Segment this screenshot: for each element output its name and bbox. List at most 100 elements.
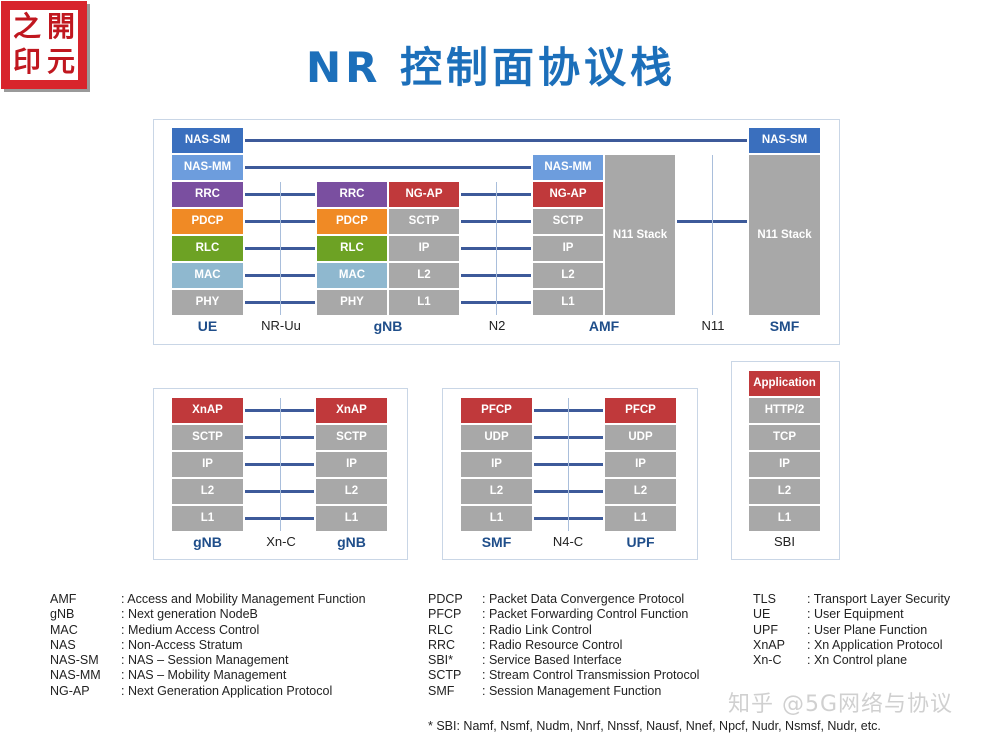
legend-item: UPF: User Plane Function — [753, 623, 950, 638]
sbi-label: SBI — [774, 534, 795, 549]
legend-desc: : Medium Access Control — [121, 622, 260, 637]
link-xn — [245, 409, 314, 412]
n4-right-l1: L1 — [605, 506, 676, 531]
sbi-footnote: * SBI: Namf, Nsmf, Nudm, Nnrf, Nnssf, Na… — [428, 719, 881, 733]
xn-right-ip: IP — [316, 452, 387, 477]
amf-layer-l2: L2 — [533, 263, 603, 288]
n4-left-l1: L1 — [461, 506, 532, 531]
n4-right-l2: L2 — [605, 479, 676, 504]
ue-layer-pdcp: PDCP — [172, 209, 243, 234]
legend-desc: : Session Management Function — [482, 683, 662, 698]
page-title: NR 控制面协议栈 — [305, 43, 677, 92]
legend-abbr: NG-AP — [50, 683, 90, 698]
sbi-tcp: TCP — [749, 425, 820, 450]
smf-label: SMF — [769, 318, 800, 334]
legend-desc: : Non-Access Stratum — [121, 637, 243, 652]
legend-item: SCTP : Stream Control Transmission Protoc… — [428, 668, 699, 683]
legend-item: NAS-SM: NAS – Session Management — [50, 653, 366, 668]
sbi-application: Application — [749, 371, 820, 396]
legend-desc: : Next generation NodeB — [121, 607, 258, 622]
legend-abbr: TLS — [753, 592, 776, 606]
gnb-layer-phy: PHY — [317, 290, 387, 315]
legend-abbr: RRC — [428, 637, 456, 652]
smf-layer-nas-sm: NAS-SM — [749, 128, 820, 153]
xn-left-l2: L2 — [172, 479, 243, 504]
xn-left-l1: L1 — [172, 506, 243, 531]
divider-xn-c — [280, 398, 281, 531]
legend-desc: : Access and Mobility Management Functio… — [121, 592, 366, 606]
legend-item: AMF : Access and Mobility Management Func… — [50, 592, 366, 607]
logo-char: 之 — [12, 10, 41, 43]
n4-left-ip: IP — [461, 452, 532, 477]
n4-right-udp: UDP — [605, 425, 676, 450]
amf-layer-l1: L1 — [533, 290, 603, 315]
ue-layer-mac: MAC — [172, 263, 243, 288]
n4-right-label: UPF — [626, 534, 655, 550]
legend-item: MAC: Medium Access Control — [50, 623, 366, 638]
interface-n4-c: N4-C — [552, 534, 584, 549]
legend-desc: : Stream Control Transmission Protocol — [482, 668, 700, 683]
legend-desc: : Next Generation Application Protocol — [121, 683, 333, 698]
legend-item: PFCP: Packet Forwarding Control Function — [428, 607, 699, 622]
divider-n2 — [496, 182, 497, 315]
legend-desc: : Xn Control plane — [807, 653, 908, 668]
legend-item: SBI*: Service Based Interface — [428, 653, 699, 668]
xn-left-xnap: XnAP — [172, 398, 243, 423]
logo-seal: 之 開 印 元 — [1, 1, 87, 89]
legend-abbr: NAS-MM — [50, 668, 101, 683]
xn-right-label: gNB — [337, 534, 366, 550]
link-xn — [245, 517, 314, 520]
watermark: 知乎 @5G网络与协议 — [728, 692, 954, 717]
legend-abbr: SMF — [428, 683, 455, 698]
legend-abbr: AMF — [50, 592, 77, 606]
legend-column-3: TLS : Transport Layer Security UE: User E… — [753, 592, 950, 668]
legend-item: XnAP: Xn Application Protocol — [753, 638, 950, 653]
sbi-l1: L1 — [749, 506, 820, 531]
legend-item: RRC: Radio Resource Control — [428, 638, 699, 653]
xn-right-l1: L1 — [316, 506, 387, 531]
legend-abbr: Xn-C — [753, 653, 782, 668]
gnb-layer-sctp: SCTP — [389, 209, 459, 234]
sbi-l2: L2 — [749, 479, 820, 504]
ue-layer-rlc: RLC — [172, 236, 243, 261]
n4-left-l2: L2 — [461, 479, 532, 504]
smf-n11-stack: N11 Stack — [749, 155, 820, 315]
legend-column-1: AMF : Access and Mobility Management Func… — [50, 592, 366, 699]
gnb-layer-mac: MAC — [317, 263, 387, 288]
legend-abbr: PDCP — [428, 592, 463, 606]
amf-layer-ng-ap: NG-AP — [533, 182, 603, 207]
gnb-layer-ip: IP — [389, 236, 459, 261]
n4-left-udp: UDP — [461, 425, 532, 450]
legend-desc: : NAS – Mobility Management — [121, 668, 287, 683]
legend-item: NAS-MM : NAS – Mobility Management — [50, 668, 366, 683]
legend-desc: : User Equipment — [807, 607, 904, 622]
xn-right-l2: L2 — [316, 479, 387, 504]
xn-right-xnap: XnAP — [316, 398, 387, 423]
n4-left-pfcp: PFCP — [461, 398, 532, 423]
ue-layer-nas-mm: NAS-MM — [172, 155, 243, 180]
divider-n4-c — [568, 398, 569, 531]
logo-char: 元 — [46, 45, 75, 78]
divider-n11 — [712, 155, 713, 315]
gnb-layer-rlc: RLC — [317, 236, 387, 261]
legend-item: RLC: Radio Link Control — [428, 623, 699, 638]
legend-abbr: gNB — [50, 607, 75, 622]
legend-abbr: SCTP — [428, 668, 462, 683]
gnb-layer-l2: L2 — [389, 263, 459, 288]
legend-item: UE: User Equipment — [753, 607, 950, 622]
xn-left-label: gNB — [193, 534, 222, 550]
logo-char: 開 — [46, 10, 75, 43]
legend-desc: : Transport Layer Security — [807, 592, 951, 606]
link-xn — [245, 436, 314, 439]
ue-layer-rrc: RRC — [172, 182, 243, 207]
legend-abbr: SBI* — [428, 653, 454, 668]
legend-item: gNB : Next generation NodeB — [50, 607, 366, 622]
amf-n11-stack: N11 Stack — [605, 155, 675, 315]
gnb-layer-ng-ap: NG-AP — [389, 182, 459, 207]
ue-layer-nas-sm: NAS-SM — [172, 128, 243, 153]
legend-item: SMF : Session Management Function — [428, 684, 699, 699]
interface-n11: N11 — [701, 318, 725, 333]
legend-desc: : User Plane Function — [807, 622, 928, 637]
n4-left-label: SMF — [481, 534, 512, 550]
legend-abbr: NAS-SM — [50, 653, 99, 668]
